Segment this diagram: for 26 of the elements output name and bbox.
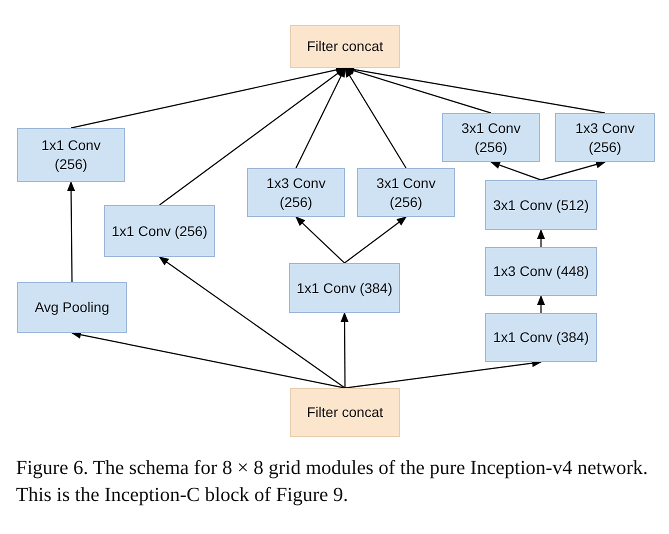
concat-box: Filter concat [290, 388, 400, 437]
arrow [71, 330, 346, 389]
figure-caption: Figure 6. The schema for 8 × 8 grid modules of the pure Inception-v4 network. This is the Inception-C block of Figure 9. [16, 456, 649, 508]
arrow [340, 312, 349, 388]
arrow [344, 216, 407, 264]
arrow [295, 67, 346, 168]
arrow [540, 160, 606, 181]
layer-box: 1x1 Conv (256) [17, 128, 125, 182]
layer-box: 1x3 Conv (448) [485, 247, 597, 296]
concat-box: Filter concat [290, 25, 400, 68]
layer-box: 1x1 Conv (256) [104, 205, 215, 257]
arrow [295, 216, 345, 264]
layer-box: 1x1 Conv (384) [289, 263, 400, 313]
arrow [537, 295, 545, 313]
arrow [537, 229, 545, 247]
arrow [490, 161, 542, 181]
layer-box: 3x1 Conv (256) [357, 168, 455, 217]
arrow [344, 67, 407, 168]
layer-box: 1x3 Conv (256) [247, 168, 345, 217]
layer-box: 3x1 Conv (512) [485, 180, 597, 230]
arrow [67, 181, 76, 282]
layer-box: 3x1 Conv (256) [442, 113, 540, 162]
layer-box: 1x3 Conv (256) [555, 113, 655, 162]
layer-box: 1x1 Conv (384) [485, 313, 597, 362]
layer-box: Avg Pooling [17, 282, 127, 333]
arrow [158, 256, 346, 388]
